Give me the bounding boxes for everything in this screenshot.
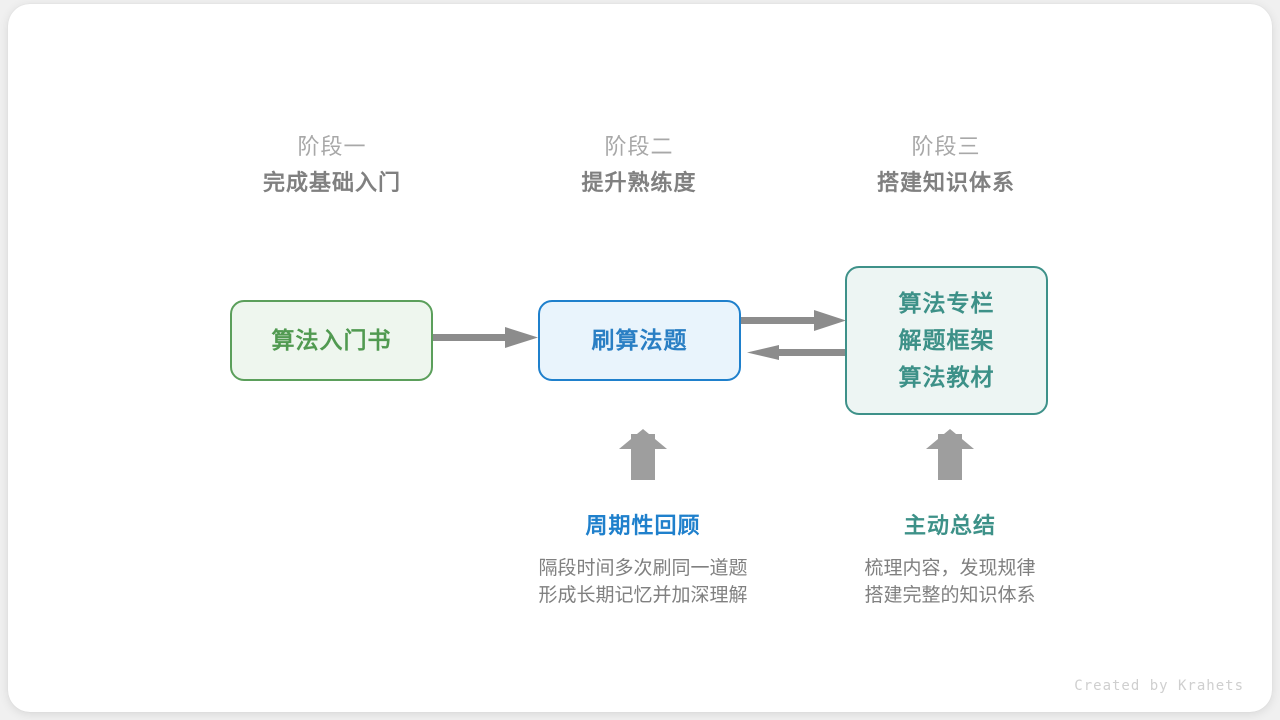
connector-book-to-practice — [433, 327, 538, 348]
credit-watermark: Created by Krahets — [1074, 678, 1244, 694]
stage-header-1: 阶段一 完成基础入门 — [202, 130, 462, 202]
stage-title-1: 完成基础入门 — [262, 170, 401, 195]
stage-kicker-2: 阶段二 — [604, 134, 674, 159]
node-label-line-3: 算法教材 — [898, 364, 995, 390]
annotation-title: 周期性回顾 — [585, 513, 701, 538]
connector-summary-up — [926, 429, 974, 480]
node-label: 算法入门书 — [271, 327, 392, 353]
stage-title-2: 提升熟练度 — [581, 170, 697, 195]
stage-header-3: 阶段三 搭建知识体系 — [816, 130, 1076, 202]
stage-kicker-3: 阶段三 — [911, 134, 981, 159]
annotation-periodic-review: 周期性回顾 隔段时间多次刷同一道题 形成长期记忆并加深理解 — [493, 509, 793, 609]
stage-kicker-1: 阶段一 — [297, 134, 367, 159]
node-knowledge-resources[interactable]: 算法专栏 解题框架 算法教材 — [845, 266, 1048, 415]
connector-review-up — [619, 429, 667, 480]
annotation-active-summary: 主动总结 梳理内容，发现规律 搭建完整的知识体系 — [800, 509, 1100, 609]
diagram-canvas: 阶段一 完成基础入门 阶段二 提升熟练度 阶段三 搭建知识体系 — [8, 4, 1272, 712]
annotation-desc-line-1: 隔段时间多次刷同一道题 — [538, 558, 748, 579]
connector-resources-to-practice — [747, 345, 852, 360]
diagram-card: 阶段一 完成基础入门 阶段二 提升熟练度 阶段三 搭建知识体系 — [8, 4, 1272, 712]
connector-practice-to-resources — [741, 310, 846, 331]
stage-title-3: 搭建知识体系 — [876, 170, 1015, 195]
annotation-desc-line-2: 搭建完整的知识体系 — [864, 585, 1036, 606]
stage-header-2: 阶段二 提升熟练度 — [509, 130, 769, 202]
node-label-line-1: 算法专栏 — [898, 290, 995, 316]
node-algorithm-intro-book[interactable]: 算法入门书 — [230, 300, 433, 381]
node-label: 刷算法题 — [591, 327, 688, 353]
node-label-line-2: 解题框架 — [898, 327, 995, 353]
node-practice-problems[interactable]: 刷算法题 — [538, 300, 741, 381]
annotation-desc-line-2: 形成长期记忆并加深理解 — [538, 585, 748, 606]
annotation-title: 主动总结 — [903, 513, 996, 538]
annotation-desc-line-1: 梳理内容，发现规律 — [864, 558, 1036, 579]
